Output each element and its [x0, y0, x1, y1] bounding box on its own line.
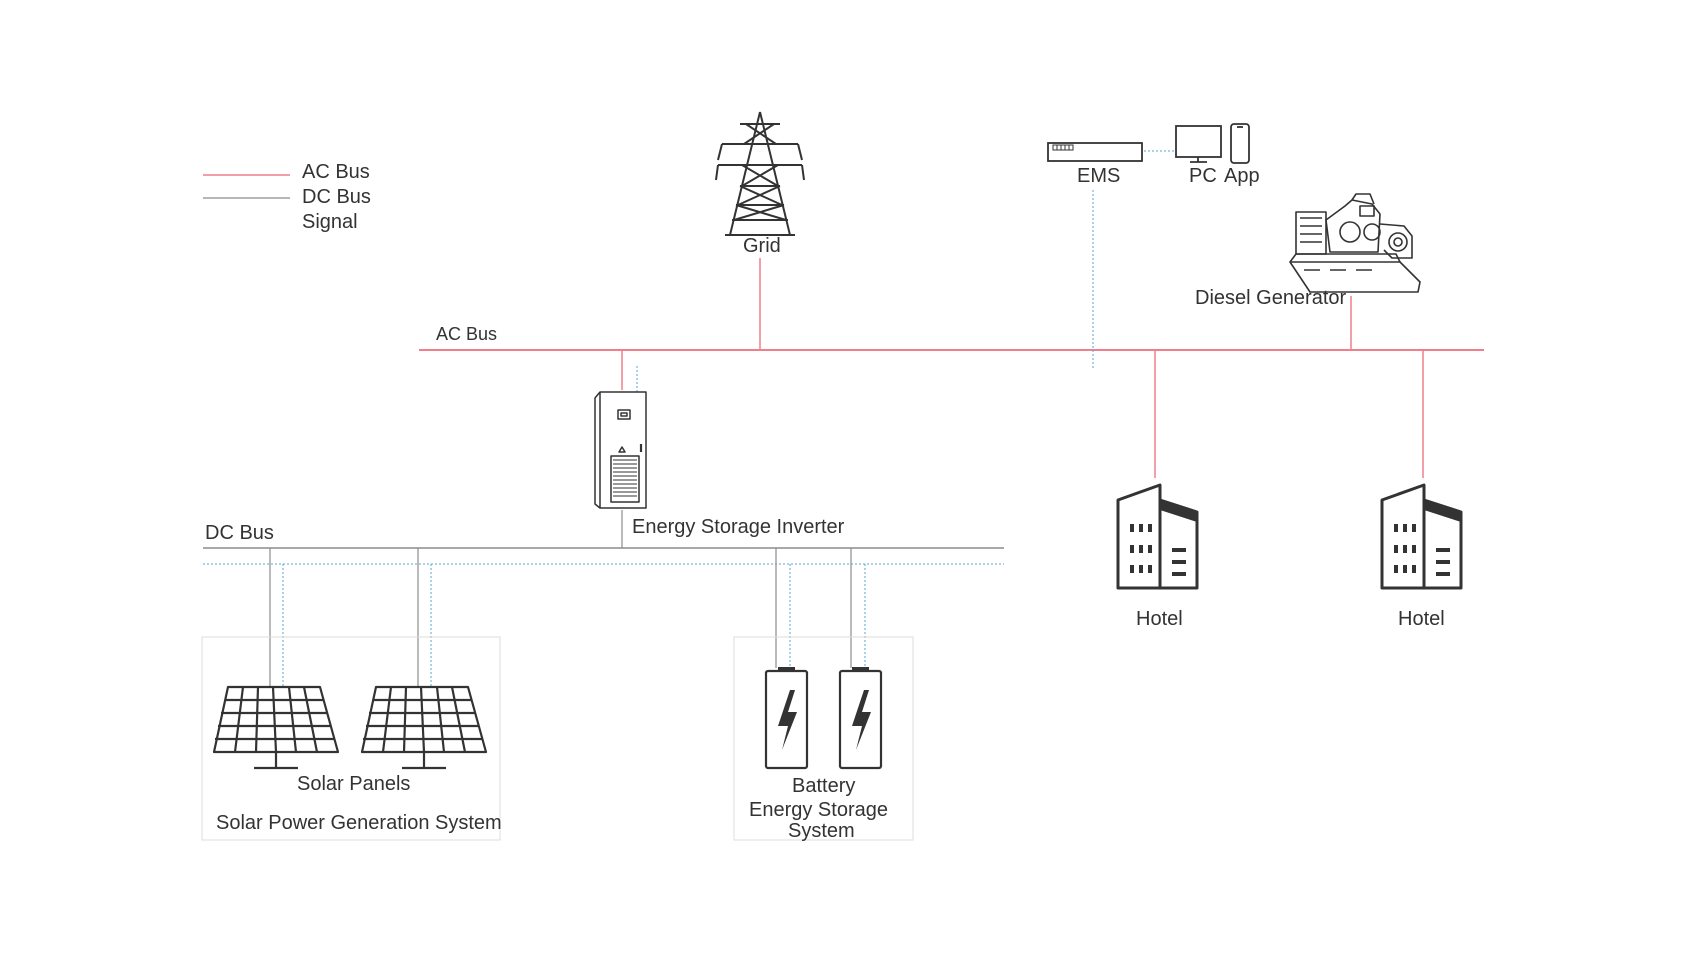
diesel-generator-icon [1289, 193, 1421, 293]
battery-label-line1: Battery [792, 775, 855, 797]
battery-label-line2: Energy Storage [749, 799, 888, 821]
solar-panel-1-icon [212, 685, 340, 770]
ac-bus: AC Bus [419, 258, 1484, 478]
inverter-cabinet-icon [594, 391, 647, 509]
battery-1-icon [764, 667, 809, 770]
legend-dc-label: DC Bus [302, 186, 371, 208]
legend-ac-label: AC Bus [302, 161, 370, 183]
ems-device-icon [1047, 142, 1143, 162]
legend-signal-label: Signal [302, 211, 358, 233]
hotel-2-building-icon [1380, 483, 1463, 590]
ems-label: EMS [1077, 165, 1120, 187]
hotel-1-building-icon [1116, 483, 1199, 590]
solar-system-box [201, 636, 501, 841]
dc-bus-label: DC Bus [205, 522, 274, 544]
battery-system-box [733, 636, 914, 841]
hotel-2-label: Hotel [1398, 608, 1445, 630]
dc-bus: DC Bus [203, 510, 1004, 686]
signal-lines [203, 150, 1175, 686]
grid-label: Grid [743, 235, 781, 257]
phone-app-icon [1230, 123, 1250, 164]
diesel-generator-label: Diesel Generator [1195, 287, 1347, 309]
hotel-1-label: Hotel [1136, 608, 1183, 630]
solar-system-label: Solar Power Generation System [216, 812, 502, 834]
transmission-tower-icon [715, 111, 805, 236]
solar-panel-2-icon [360, 685, 488, 770]
battery-label-line3: System [788, 820, 855, 842]
legend: AC Bus DC Bus Signal [203, 161, 371, 233]
app-label: App [1224, 165, 1260, 187]
pc-label: PC [1189, 165, 1217, 187]
pc-monitor-icon [1175, 125, 1222, 163]
inverter-label: Energy Storage Inverter [632, 516, 845, 538]
solar-panels-label: Solar Panels [297, 773, 410, 795]
battery-2-icon [838, 667, 883, 770]
ac-bus-label: AC Bus [436, 324, 497, 344]
